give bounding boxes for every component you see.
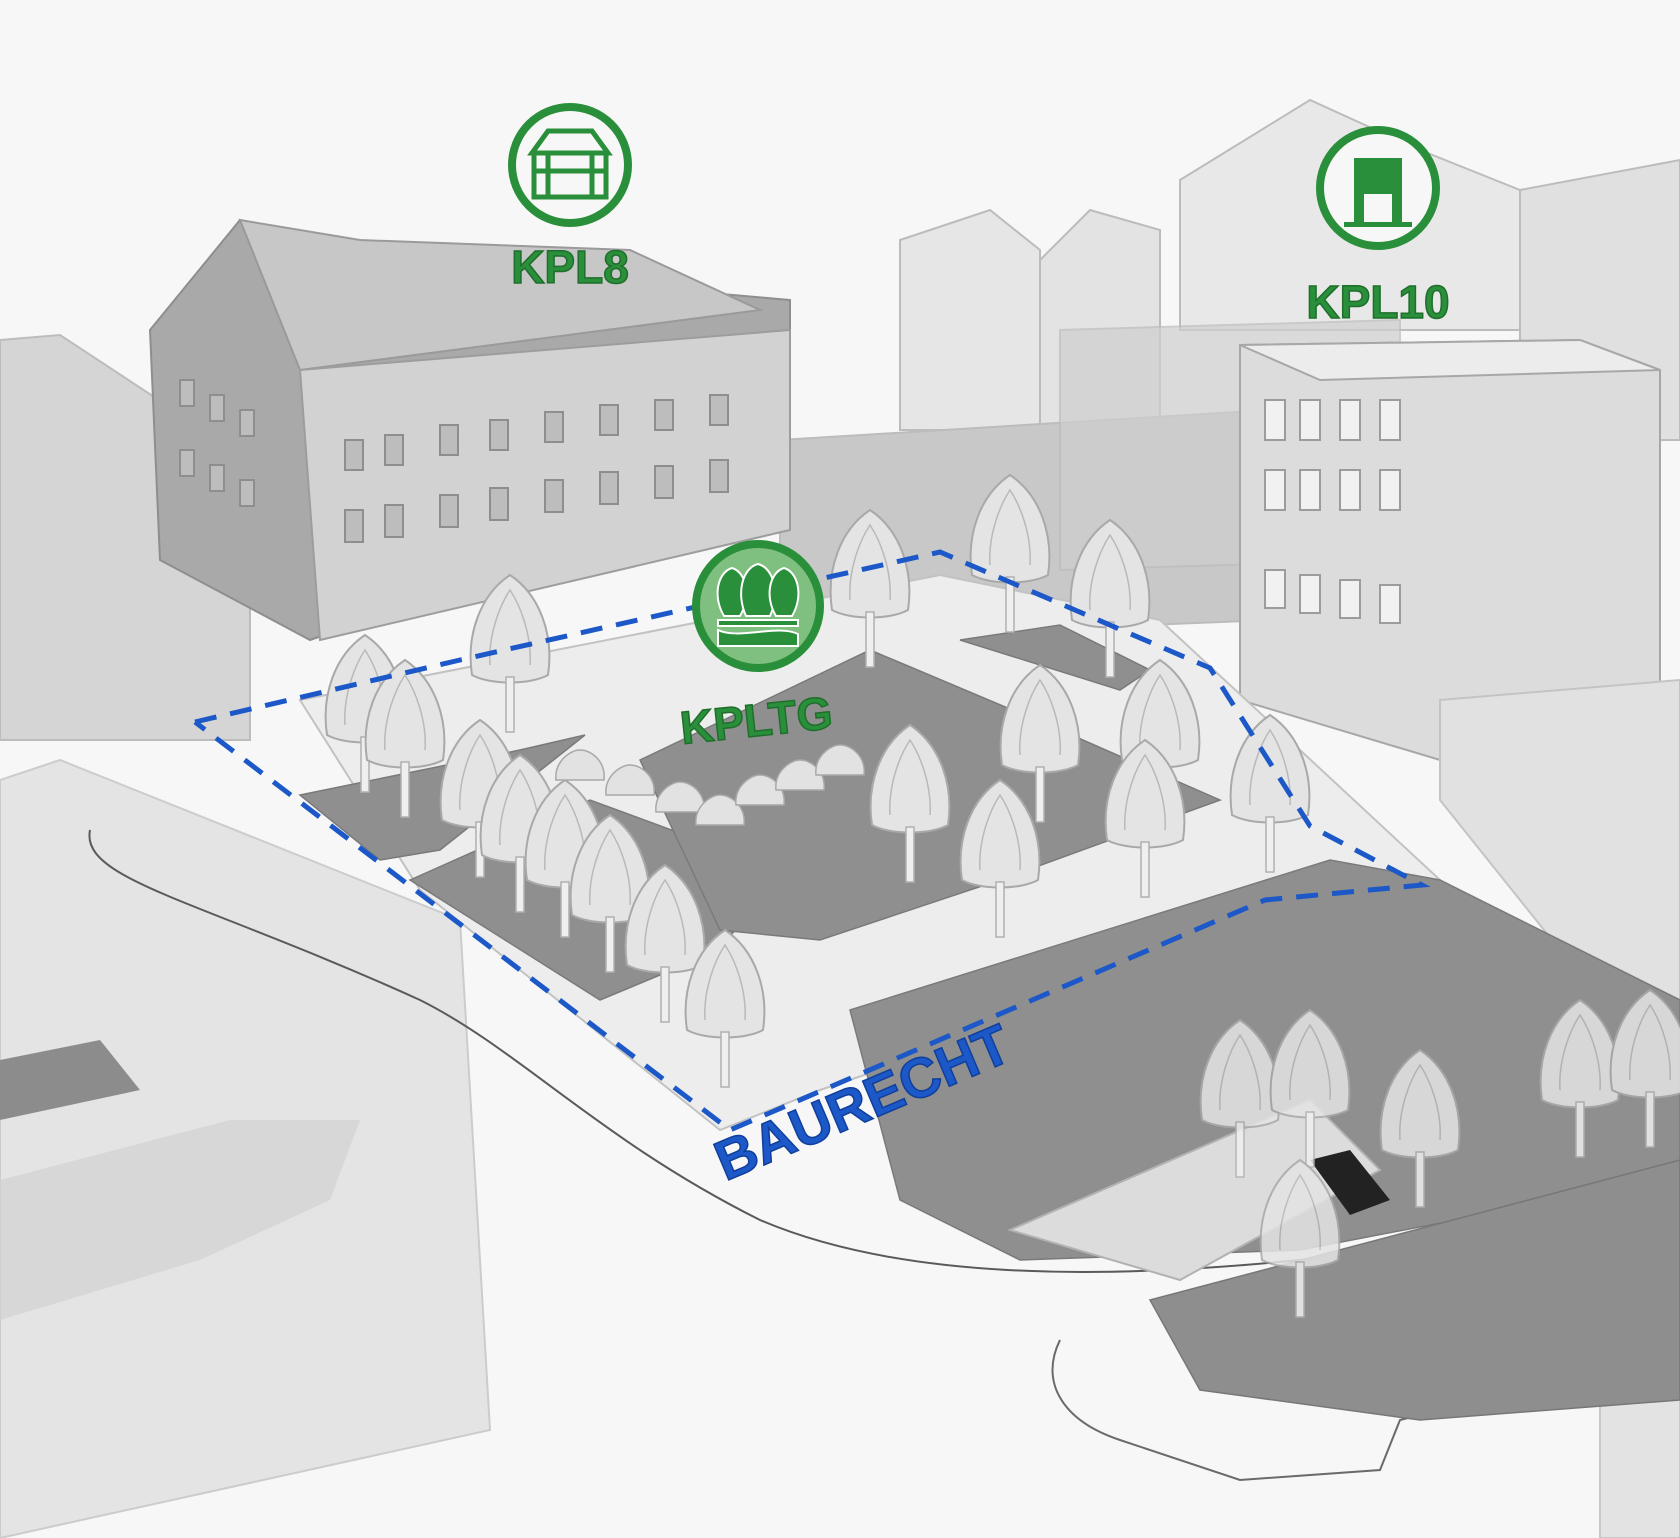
trees-icon xyxy=(716,562,800,647)
kpl8-badge-ring xyxy=(508,103,632,227)
kpl8-building xyxy=(148,218,791,642)
kpl8-label: KPL8 xyxy=(511,241,629,293)
lower-curb xyxy=(1051,1339,1481,1482)
door-icon xyxy=(1344,158,1412,227)
kpl10-label: KPL10 xyxy=(1306,276,1449,328)
garage-ramp xyxy=(1007,1098,1382,1282)
kpl8-marker[interactable]: KPL8 xyxy=(508,103,632,294)
left-dark-patch xyxy=(0,1040,140,1120)
kpl10-marker[interactable]: KPL10 xyxy=(1306,126,1450,329)
kpl10-building xyxy=(1239,338,1661,761)
garage-entrance xyxy=(1310,1150,1390,1215)
baurecht-boundary xyxy=(193,549,1431,1133)
lower-lawn xyxy=(1148,1159,1680,1421)
kpltg-marker[interactable]: KPLTG xyxy=(677,540,836,755)
building-icon xyxy=(527,128,613,200)
left-plaza xyxy=(0,1120,360,1320)
background-buildings xyxy=(0,98,1680,741)
